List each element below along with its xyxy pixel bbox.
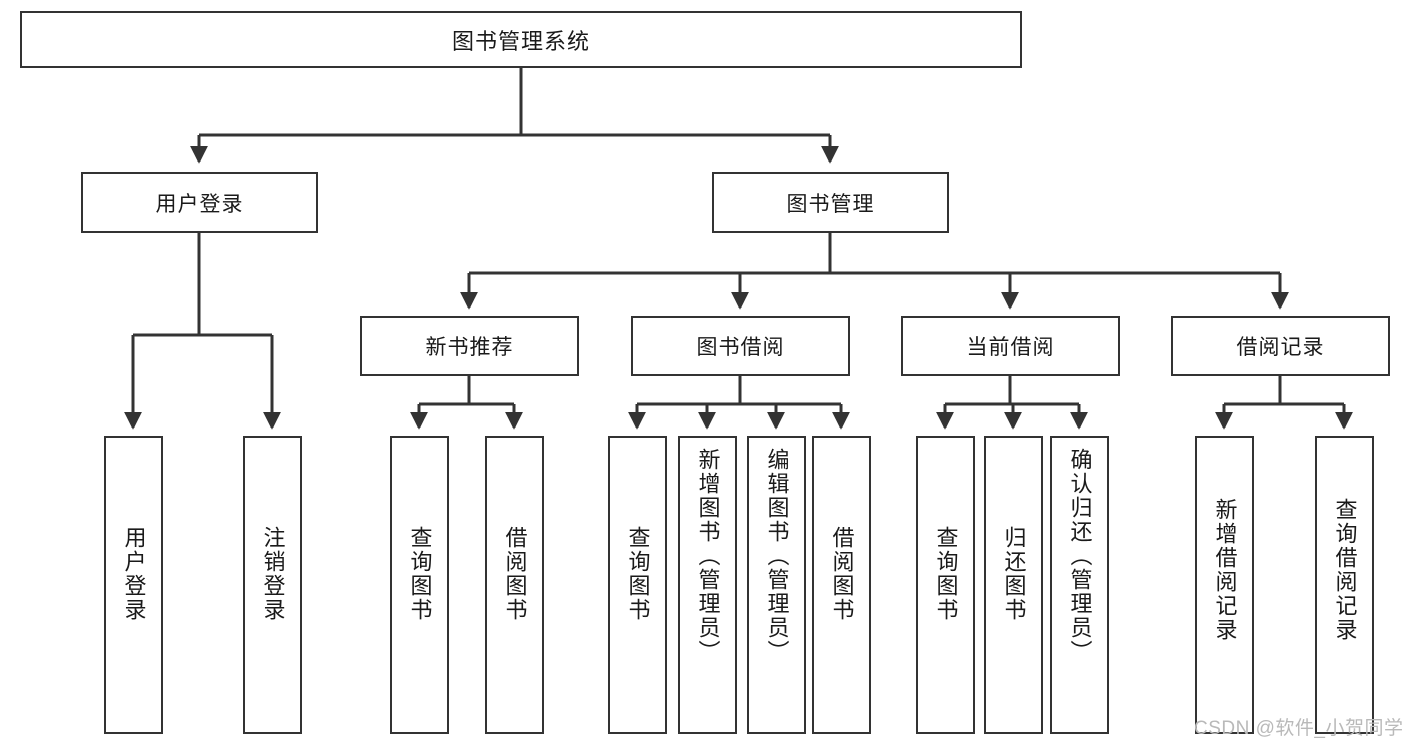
leaf-query-borrow-record-label: 查询借阅记录 [1332, 498, 1358, 642]
leaf-logout-label: 注销登录 [260, 526, 286, 622]
leaf-add-book-admin-label: 新增图书（管理员） [695, 448, 721, 664]
node-new-book-recommend[interactable]: 新书推荐 [360, 316, 579, 376]
leaf-edit-book-admin-label: 编辑图书（管理员） [764, 448, 790, 664]
node-borrow-record-label: 借阅记录 [1236, 336, 1325, 359]
leaf-return-book[interactable]: 归还图书 [984, 436, 1043, 734]
leaf-query-book-borrow[interactable]: 查询图书 [608, 436, 667, 734]
node-book-management[interactable]: 图书管理 [712, 172, 949, 233]
node-borrow-record[interactable]: 借阅记录 [1171, 316, 1390, 376]
leaf-user-login-label: 用户登录 [121, 526, 147, 622]
leaf-return-book-label: 归还图书 [1001, 526, 1027, 622]
node-user-login[interactable]: 用户登录 [81, 172, 318, 233]
leaf-borrow-book-recommend-label: 借阅图书 [502, 526, 528, 622]
leaf-borrow-book[interactable]: 借阅图书 [812, 436, 871, 734]
node-current-borrow[interactable]: 当前借阅 [901, 316, 1120, 376]
leaf-add-borrow-record[interactable]: 新增借阅记录 [1195, 436, 1254, 734]
leaf-borrow-book-label: 借阅图书 [829, 526, 855, 622]
leaf-logout[interactable]: 注销登录 [243, 436, 302, 734]
leaf-edit-book-admin[interactable]: 编辑图书（管理员） [747, 436, 806, 734]
leaf-borrow-book-recommend[interactable]: 借阅图书 [485, 436, 544, 734]
leaf-confirm-return-admin-label: 确认归还（管理员） [1067, 448, 1093, 664]
node-user-login-label: 用户登录 [155, 192, 244, 216]
watermark: CSDN @软件_小贺同学 [1194, 718, 1404, 739]
node-book-borrow-label: 图书借阅 [696, 336, 785, 359]
leaf-query-book-recommend-label: 查询图书 [407, 526, 433, 622]
leaf-add-book-admin[interactable]: 新增图书（管理员） [678, 436, 737, 734]
leaf-query-book-current-label: 查询图书 [933, 526, 959, 622]
leaf-query-book-borrow-label: 查询图书 [625, 526, 651, 622]
leaf-query-borrow-record[interactable]: 查询借阅记录 [1315, 436, 1374, 734]
node-book-borrow[interactable]: 图书借阅 [631, 316, 850, 376]
leaf-confirm-return-admin[interactable]: 确认归还（管理员） [1050, 436, 1109, 734]
leaf-add-borrow-record-label: 新增借阅记录 [1212, 498, 1238, 642]
node-new-book-recommend-label: 新书推荐 [425, 336, 514, 359]
node-book-management-label: 图书管理 [786, 192, 875, 216]
node-current-borrow-label: 当前借阅 [966, 336, 1055, 359]
leaf-query-book-current[interactable]: 查询图书 [916, 436, 975, 734]
leaf-user-login[interactable]: 用户登录 [104, 436, 163, 734]
node-root[interactable]: 图书管理系统 [20, 11, 1022, 68]
node-root-label: 图书管理系统 [451, 28, 590, 54]
leaf-query-book-recommend[interactable]: 查询图书 [390, 436, 449, 734]
